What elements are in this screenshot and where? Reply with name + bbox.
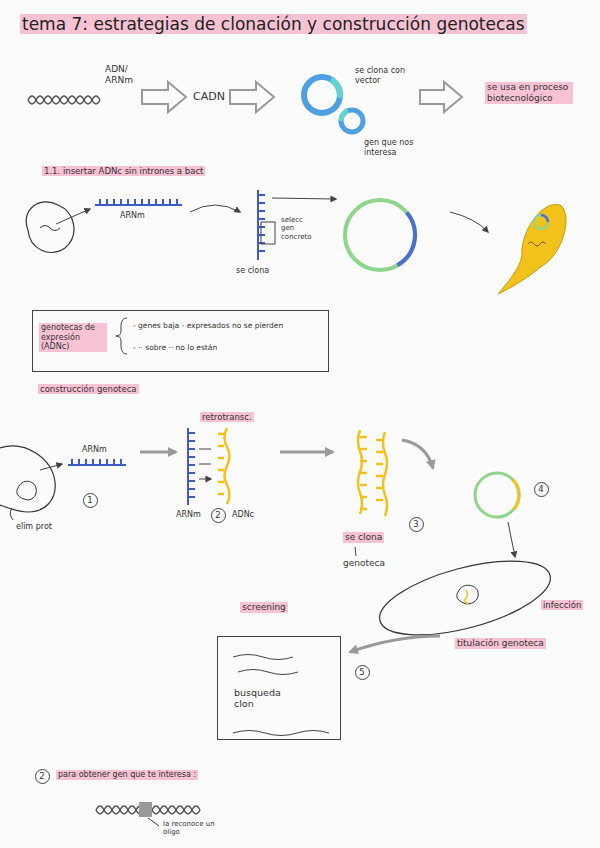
- nucleus-squiggle: [40, 226, 60, 231]
- insert-arc: [513, 479, 519, 509]
- step-number-circle: 2: [211, 508, 226, 523]
- callout-number: 3: [413, 520, 418, 529]
- plasmid: [345, 200, 415, 270]
- hollow-arrow: [230, 82, 274, 112]
- dna-strand: [28, 96, 100, 104]
- cdna-strand: [358, 430, 367, 514]
- nucleoid-squiggle: [528, 242, 546, 246]
- callout-number: 2: [215, 511, 220, 520]
- input-label: ADN/ ARNm: [105, 64, 137, 86]
- note-label: se usa en proceso biotecnológico: [485, 82, 573, 104]
- cell-outline: [0, 446, 55, 512]
- curved-arrow: [190, 205, 240, 212]
- plasmid: [304, 77, 340, 113]
- step-label: titulación genoteca: [455, 638, 546, 649]
- step-label: genoteca: [343, 558, 385, 569]
- step-label: se clona: [343, 532, 384, 543]
- process-arrow: [350, 636, 440, 652]
- process-arrow: [140, 451, 176, 454]
- process-arrow: [280, 451, 333, 454]
- page-title: tema 7: estrategias de clonación y const…: [20, 14, 527, 34]
- selection-box: [261, 222, 275, 244]
- callout-number: 2: [39, 772, 44, 781]
- step-number-circle: 5: [355, 665, 370, 680]
- note-label: elim prot: [16, 522, 52, 532]
- note-line: - ·· sobre ·· no lo están: [133, 343, 217, 352]
- step-number-circle: 3: [409, 517, 424, 532]
- pointer-arrow: [508, 522, 515, 557]
- cdna-strand: [376, 432, 387, 516]
- note-label: se clona con vector: [355, 66, 415, 85]
- callout-number: 4: [538, 485, 543, 494]
- plasmid-in-cell: [465, 590, 468, 604]
- section-heading: construcción genoteca: [38, 384, 139, 394]
- plasmid: [534, 215, 548, 229]
- strand-label: ARNm: [176, 510, 201, 520]
- section-heading: para obtener gen que te interesa :: [56, 770, 198, 780]
- step-number-circle: 2: [35, 769, 50, 784]
- step-label: retrotransc.: [200, 412, 254, 422]
- note-line: - genes baja - expresados no se pierden: [133, 321, 283, 330]
- mrna-strand: [95, 199, 182, 205]
- nucleus: [17, 481, 36, 500]
- box-text: busqueda clon: [234, 687, 296, 710]
- plasmid: [341, 110, 363, 132]
- callout-number: 5: [359, 668, 364, 677]
- down-mark: [355, 547, 356, 556]
- note-box: genotecas de expresión (ADNc) - genes baj…: [32, 310, 329, 372]
- bracket: [116, 318, 127, 354]
- plasmid: [475, 473, 519, 517]
- cell-outline: [26, 202, 74, 252]
- mrna-strand: [188, 428, 195, 505]
- note-label: gen que nos interesa: [364, 138, 420, 157]
- strand-label: ADNc: [232, 510, 254, 520]
- screening-box: busqueda clon: [217, 636, 341, 740]
- note-label: selecc gen concreto: [281, 216, 317, 241]
- section-heading: 1.1. insertar ADNc sin intrones a bact: [42, 166, 205, 176]
- process-arrow: [402, 440, 433, 468]
- bacterium: [498, 205, 566, 294]
- dna-helix: [28, 96, 100, 104]
- leader-line: [10, 508, 13, 520]
- step-number-circle: 4: [534, 482, 549, 497]
- product-label: CADN: [193, 90, 225, 103]
- insert-arc: [331, 79, 340, 98]
- box-heading: genotecas de expresión (ADNc): [39, 323, 107, 352]
- cdna-strand: [218, 428, 230, 504]
- callout-number: 1: [87, 496, 92, 505]
- pointer-arrow: [40, 464, 62, 470]
- strand-label: ARNm: [82, 445, 107, 455]
- insert-arc: [341, 111, 348, 121]
- step-label: infección: [541, 600, 583, 610]
- pointer-arrow: [272, 198, 336, 199]
- curved-arrow: [450, 212, 488, 232]
- clone-lines: [233, 655, 329, 736]
- hollow-arrow: [142, 82, 186, 112]
- hollow-arrow: [420, 82, 462, 112]
- leader-line: [148, 818, 159, 826]
- mrna-strand: [68, 459, 126, 465]
- note-label: se clona: [236, 266, 269, 276]
- small-arrow: [199, 449, 211, 479]
- insert-arc: [541, 215, 548, 222]
- oligo-probe: [139, 802, 152, 817]
- pointer-arrow: [56, 209, 90, 224]
- nucleus: [457, 585, 478, 604]
- dna-strand: [28, 96, 100, 104]
- step-number-circle: 1: [83, 493, 98, 508]
- note-label: la reconoce un oligo: [163, 820, 217, 837]
- insert-arc: [398, 213, 415, 266]
- step-label: screening: [240, 602, 288, 613]
- strand-label: ARNm: [120, 211, 145, 221]
- host-cell: [372, 546, 558, 650]
